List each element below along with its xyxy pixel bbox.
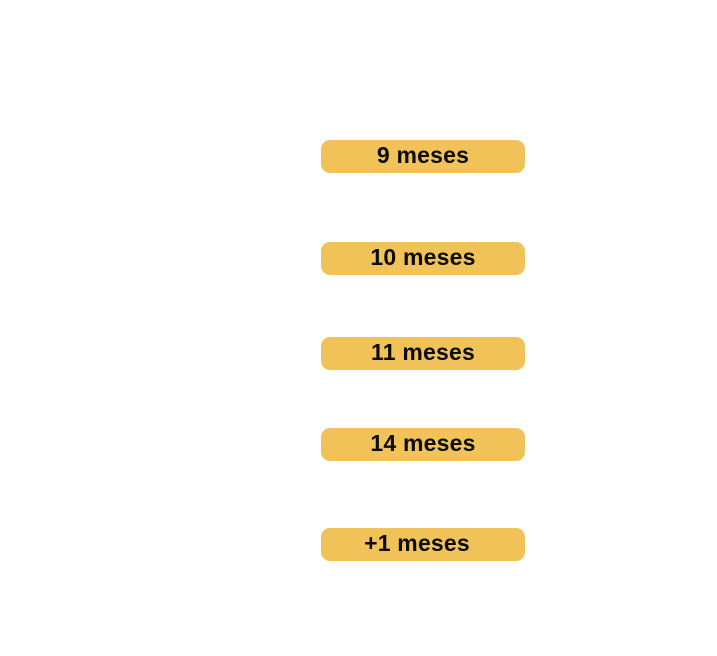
option-button-9-meses[interactable]: 9 meses <box>321 140 525 173</box>
option-label: 11 meses <box>371 339 475 365</box>
option-button-10-meses[interactable]: 10 meses <box>321 242 525 275</box>
option-label: +1 meses <box>364 530 470 556</box>
option-label: 10 meses <box>370 244 476 270</box>
option-button-14-meses[interactable]: 14 meses <box>321 428 525 461</box>
option-label: 14 meses <box>370 430 476 456</box>
option-button-11-meses[interactable]: 11 meses <box>321 337 525 370</box>
option-button-plus-1-meses[interactable]: +1 meses <box>321 528 525 561</box>
option-label: 9 meses <box>376 142 470 168</box>
